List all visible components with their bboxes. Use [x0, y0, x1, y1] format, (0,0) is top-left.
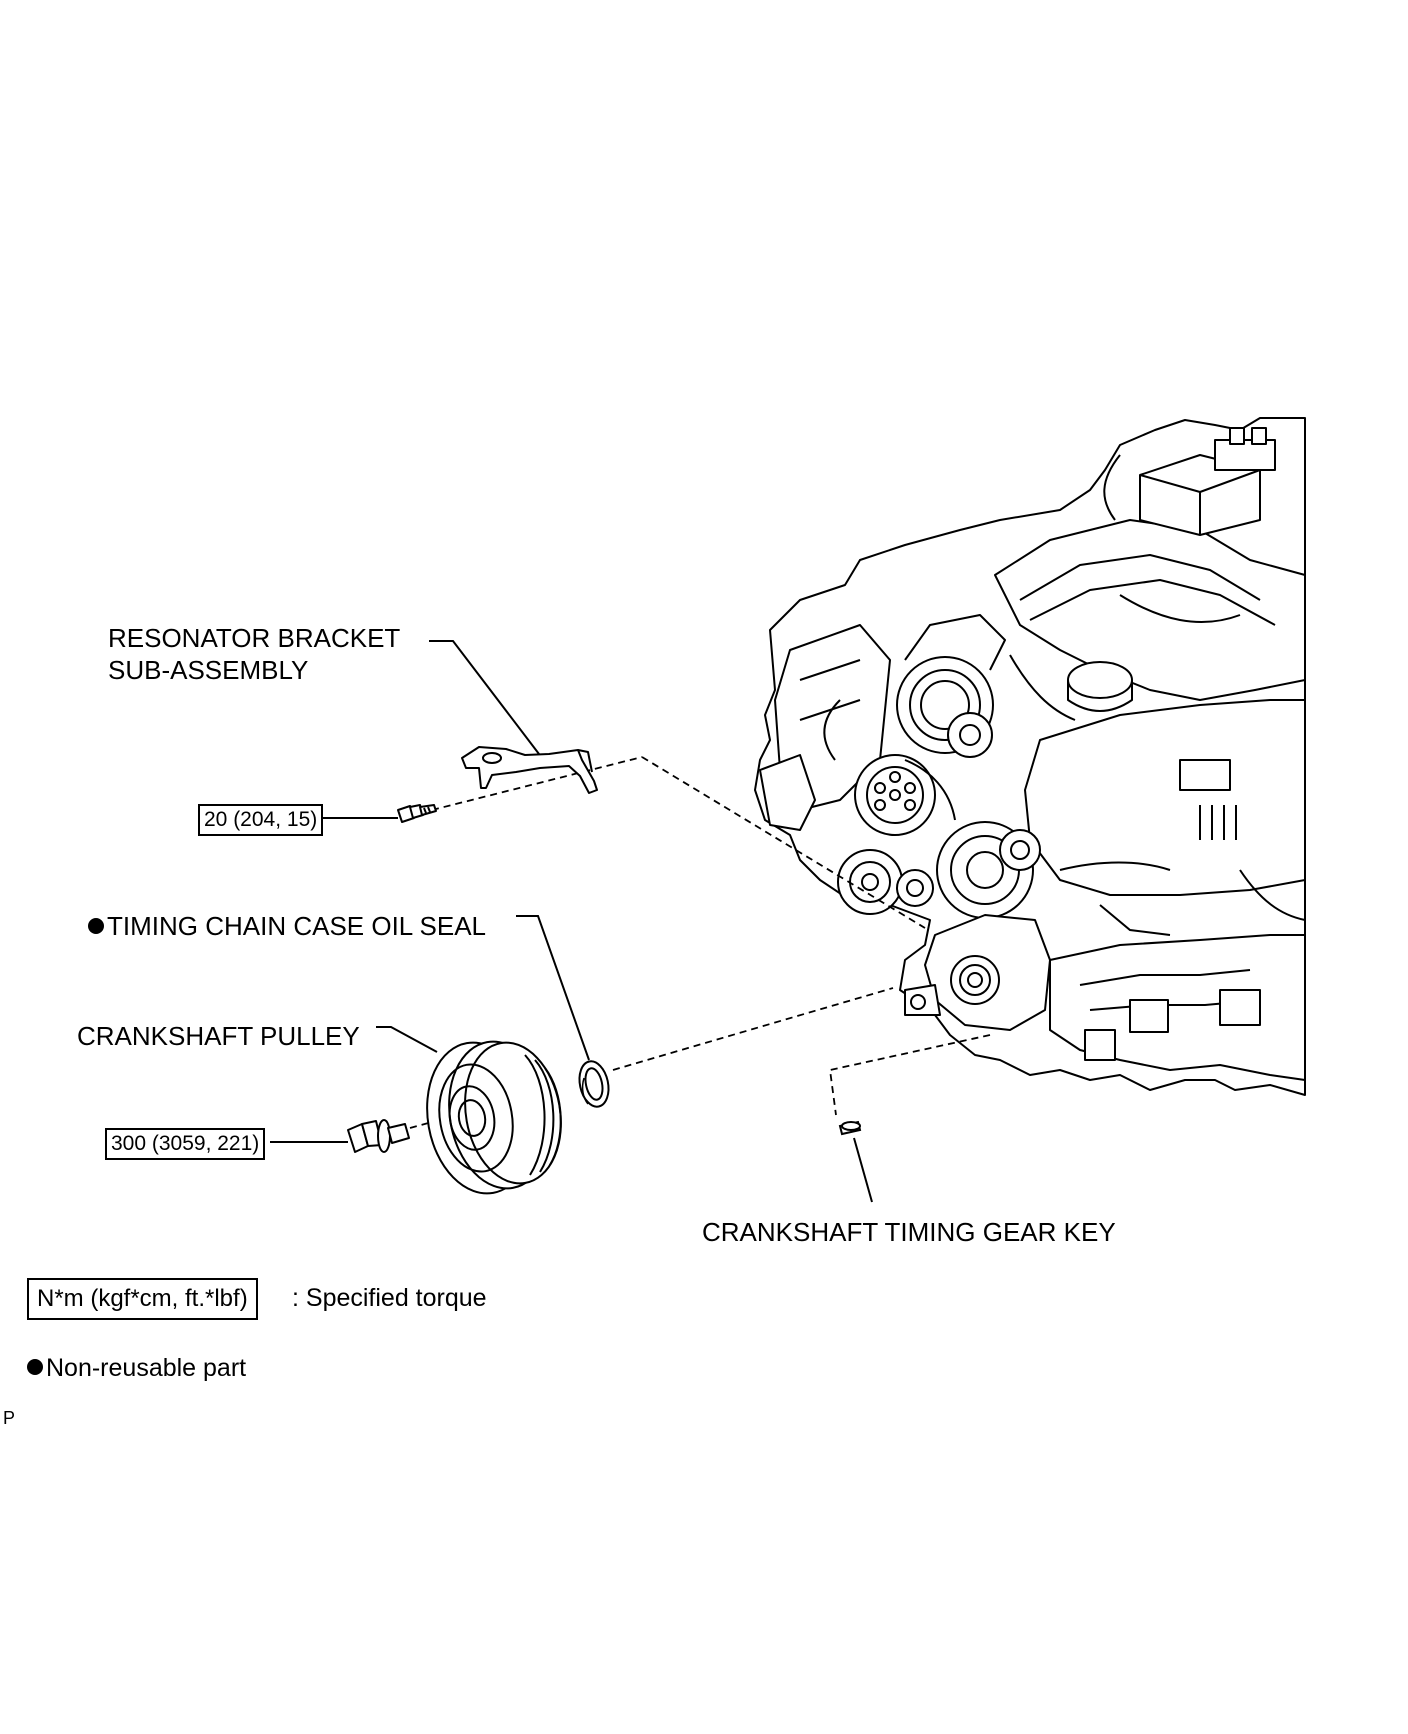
corner-mark: P [3, 1408, 16, 1428]
crankshaft-pulley-label: CRANKSHAFT PULLEY [77, 1021, 360, 1051]
engine-hose-details [823, 454, 1306, 936]
resonator-leader-line [429, 640, 540, 755]
crankshaft-pulley-part [426, 1040, 562, 1195]
oil-seal-leader-line [516, 915, 590, 1061]
non-reusable-dot-icon [88, 918, 104, 934]
resonator-bracket-label-line2: SUB-ASSEMBLY [108, 655, 309, 685]
torque-legend-text: : Specified torque [292, 1284, 487, 1312]
gear-key-leader-line [853, 1137, 873, 1203]
resonator-bracket [461, 746, 598, 794]
oil-seal-label: TIMING CHAIN CASE OIL SEAL [88, 910, 486, 942]
non-reusable-legend-text: Non-reusable part [46, 1354, 247, 1382]
non-reusable-legend: Non-reusable part [27, 1352, 246, 1384]
oil-seal-label-text: TIMING CHAIN CASE OIL SEAL [107, 911, 487, 941]
pulley-leader-line [376, 1026, 438, 1053]
resonator-bracket-label-line1: RESONATOR BRACKET [108, 623, 401, 653]
bracket-bolt-torque-box: 20 (204, 15) [198, 804, 324, 836]
timing-gear-key [838, 1120, 862, 1136]
torque-legend-box: N*m (kgf*cm, ft.*lbf) [27, 1278, 258, 1320]
timing-chain-oil-seal [578, 1060, 610, 1108]
timing-gear-key-label: CRANKSHAFT TIMING GEAR KEY [702, 1217, 1116, 1247]
leader-lines [270, 640, 873, 1203]
bracket-bolt [397, 804, 437, 823]
pulley-bolt [347, 1119, 410, 1153]
engine-assembly-illustration [754, 417, 1306, 1096]
pulley-bolt-torque-box: 300 (3059, 221) [105, 1128, 266, 1160]
non-reusable-legend-dot-icon [27, 1359, 43, 1375]
